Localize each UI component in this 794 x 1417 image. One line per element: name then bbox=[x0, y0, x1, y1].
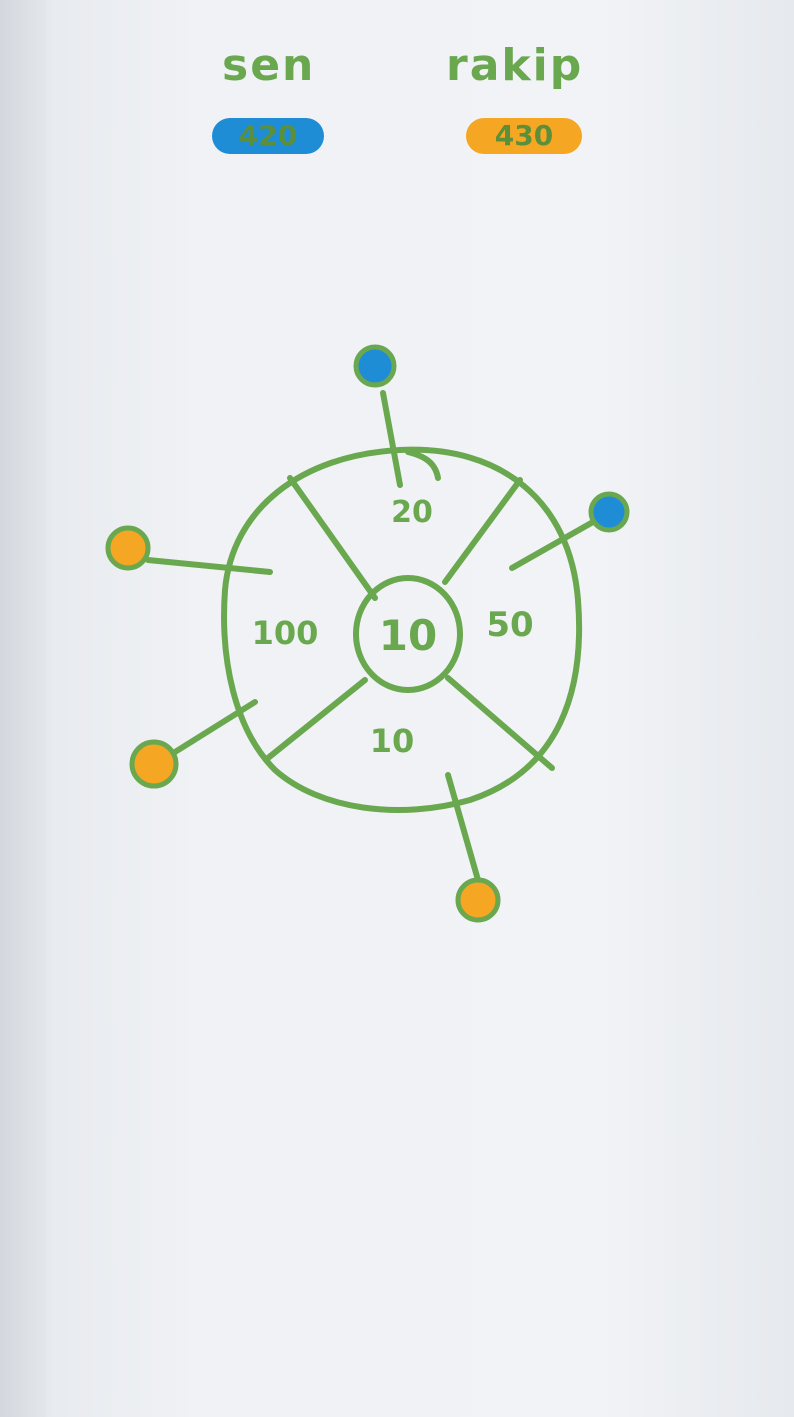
segment-left-value: 100 bbox=[252, 614, 319, 652]
pin-stem-lower-left bbox=[172, 699, 258, 755]
spoke-lower-right bbox=[445, 675, 555, 771]
pin-head-upper-left-orange bbox=[105, 525, 151, 571]
player-score-badge: 420 bbox=[212, 118, 324, 154]
spoke-lower-left bbox=[265, 677, 368, 761]
pin-stem-upper-left bbox=[145, 557, 273, 575]
segment-right-value: 50 bbox=[486, 605, 533, 645]
spoke-upper-right bbox=[442, 477, 523, 585]
outer-ring bbox=[221, 446, 583, 813]
pin-stem-top bbox=[380, 390, 403, 488]
player-label: sen bbox=[222, 40, 316, 91]
paper-edge bbox=[0, 0, 46, 1417]
bullseye-ring bbox=[353, 575, 463, 693]
pin-head-top-blue bbox=[353, 344, 397, 388]
pin-stem-top-curl bbox=[405, 449, 441, 481]
bullseye-value: 10 bbox=[379, 611, 437, 660]
spoke-upper-left bbox=[287, 475, 378, 601]
pin-head-upper-right-blue bbox=[588, 491, 630, 533]
segment-bottom-value: 10 bbox=[370, 722, 415, 760]
pin-head-bottom-orange bbox=[455, 877, 501, 923]
pin-stem-bottom bbox=[445, 772, 481, 883]
opponent-label: rakip bbox=[446, 40, 584, 91]
pin-head-lower-left-orange bbox=[129, 739, 179, 789]
pin-stem-upper-right bbox=[509, 515, 603, 571]
segment-top-value: 20 bbox=[391, 495, 433, 530]
opponent-score-badge: 430 bbox=[466, 118, 582, 154]
